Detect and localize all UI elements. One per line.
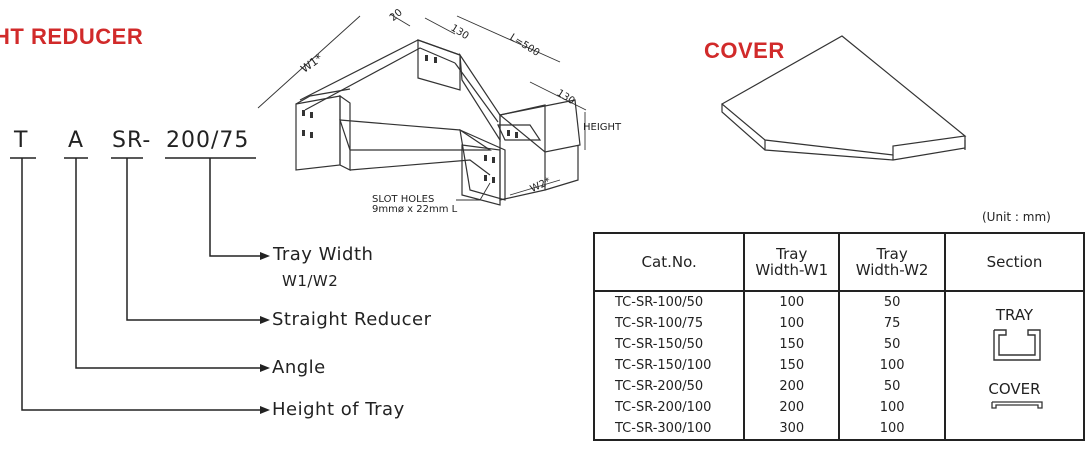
tray-section-icon bbox=[993, 328, 1041, 361]
table-row: TC-SR-300/100 bbox=[615, 421, 712, 436]
cover-title: COVER bbox=[704, 38, 785, 63]
code-part-a: A bbox=[68, 128, 85, 153]
section-tray-label: TRAY bbox=[995, 305, 1034, 324]
cover-section-icon bbox=[991, 400, 1043, 409]
w2-column: 50 75 50 100 50 100 100 bbox=[838, 290, 946, 441]
legend-height-of-tray: Height of Tray bbox=[272, 399, 405, 420]
code-part-sr: SR- bbox=[112, 128, 152, 153]
legend-straight-reducer: Straight Reducer bbox=[272, 309, 432, 330]
legend-angle: Angle bbox=[272, 357, 326, 378]
w1-column: 100 100 150 150 200 200 300 bbox=[743, 290, 841, 441]
legend-tray-width-sub: W1/W2 bbox=[282, 272, 339, 290]
header-section: Section bbox=[943, 232, 1085, 292]
code-part-t: T bbox=[14, 128, 29, 153]
dim-height-label: HEIGHT bbox=[583, 122, 622, 133]
section-cover-label: COVER bbox=[988, 379, 1041, 398]
table-row: TC-SR-100/50 bbox=[615, 295, 704, 310]
front-angle-wall bbox=[459, 128, 506, 201]
table-row: TC-SR-100/75 bbox=[615, 316, 704, 331]
unit-note: (Unit : mm) bbox=[982, 210, 1051, 224]
table-row: TC-SR-200/100 bbox=[615, 400, 712, 415]
legend-tray-width: Tray Width bbox=[273, 244, 374, 265]
table-row: TC-SR-150/50 bbox=[615, 337, 704, 352]
code-part-size: 200/75 bbox=[166, 128, 250, 153]
header-cat-no: Cat.No. bbox=[592, 232, 746, 292]
table-row: TC-SR-150/100 bbox=[615, 358, 712, 373]
cat-number-column: TC-SR-100/50 TC-SR-100/75 TC-SR-150/50 T… bbox=[592, 290, 746, 441]
product-title: HT REDUCER bbox=[0, 24, 144, 49]
section-column: TRAY COVER bbox=[943, 290, 1085, 441]
slot-size-label: 9mmø x 22mm L bbox=[372, 204, 458, 215]
table-row: TC-SR-200/50 bbox=[615, 379, 704, 394]
code-leader-lines bbox=[10, 157, 270, 414]
back-end-plate bbox=[417, 39, 461, 91]
slot-holes-label: SLOT HOLES bbox=[372, 194, 435, 205]
